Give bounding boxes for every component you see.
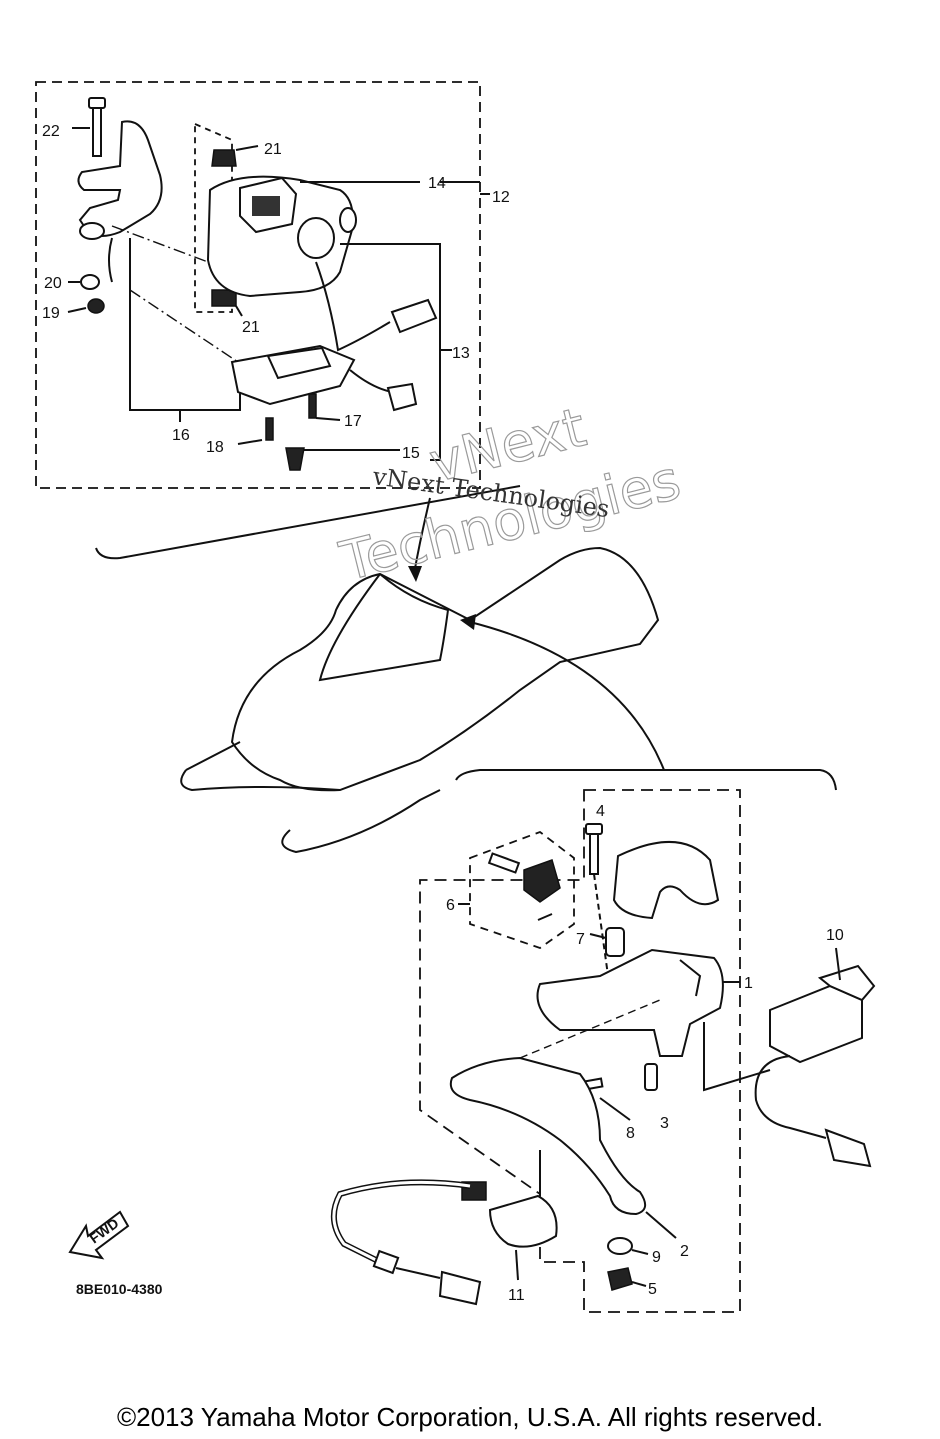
callout-21-bottom: 21 bbox=[242, 319, 260, 336]
nut-5 bbox=[607, 1267, 633, 1291]
snowmobile-outline bbox=[95, 485, 837, 854]
callout-labels: 22 21 14 12 20 19 21 13 17 16 18 15 4 6 … bbox=[42, 123, 844, 1304]
callout-10: 10 bbox=[826, 927, 844, 944]
callout-13: 13 bbox=[452, 345, 470, 362]
screw-18 bbox=[265, 417, 274, 441]
bolt-22 bbox=[88, 97, 106, 109]
callout-3: 3 bbox=[660, 1115, 669, 1132]
callout-6: 6 bbox=[446, 897, 455, 914]
callout-1: 1 bbox=[744, 975, 753, 992]
parts-diagram: FWD 22 21 14 12 20 19 21 13 17 16 18 15 … bbox=[35, 81, 876, 1313]
mounting-bracket bbox=[77, 120, 163, 237]
pad bbox=[612, 840, 720, 920]
callout-19: 19 bbox=[42, 305, 60, 322]
module-10 bbox=[769, 984, 863, 1064]
upper-assembly bbox=[35, 81, 490, 489]
nut-21-top bbox=[211, 149, 237, 167]
drawing-code: 8BE010-4380 bbox=[76, 1281, 163, 1297]
screw-17 bbox=[308, 393, 317, 419]
callout-14: 14 bbox=[428, 175, 446, 192]
grommet-15 bbox=[285, 447, 305, 471]
callout-21-top: 21 bbox=[264, 141, 282, 158]
callout-7: 7 bbox=[576, 931, 585, 948]
bolt-3 bbox=[644, 1063, 658, 1091]
nut-20 bbox=[80, 274, 100, 290]
pin-6 bbox=[487, 852, 521, 874]
callout-12: 12 bbox=[492, 189, 510, 206]
spacer-7 bbox=[605, 927, 625, 957]
copyright-notice: ©2013 Yamaha Motor Corporation, U.S.A. A… bbox=[116, 1402, 824, 1432]
lever-2 bbox=[449, 1056, 647, 1216]
connector-15 bbox=[386, 382, 418, 412]
callout-18: 18 bbox=[206, 439, 224, 456]
callout-9: 9 bbox=[652, 1249, 661, 1266]
callout-17: 17 bbox=[344, 413, 362, 430]
callout-5: 5 bbox=[648, 1281, 657, 1298]
callout-16: 16 bbox=[172, 427, 190, 444]
callout-8: 8 bbox=[626, 1125, 635, 1142]
lower-assembly bbox=[331, 789, 876, 1313]
connector-13 bbox=[390, 298, 438, 334]
callout-22: 22 bbox=[42, 123, 60, 140]
callout-20: 20 bbox=[44, 275, 62, 292]
bolt-4 bbox=[585, 823, 603, 835]
switch-11 bbox=[488, 1194, 558, 1248]
callout-11: 11 bbox=[508, 1287, 525, 1304]
washer-9 bbox=[607, 1237, 633, 1255]
callout-2: 2 bbox=[680, 1243, 689, 1260]
connector-10 bbox=[824, 1128, 872, 1168]
connector-11 bbox=[438, 1270, 482, 1306]
button-6 bbox=[523, 859, 561, 903]
housing-1 bbox=[536, 948, 724, 1057]
fwd-arrow-icon: FWD bbox=[68, 1210, 130, 1260]
callout-4: 4 bbox=[596, 803, 605, 820]
nut-19 bbox=[87, 298, 105, 314]
callout-15: 15 bbox=[402, 445, 420, 462]
